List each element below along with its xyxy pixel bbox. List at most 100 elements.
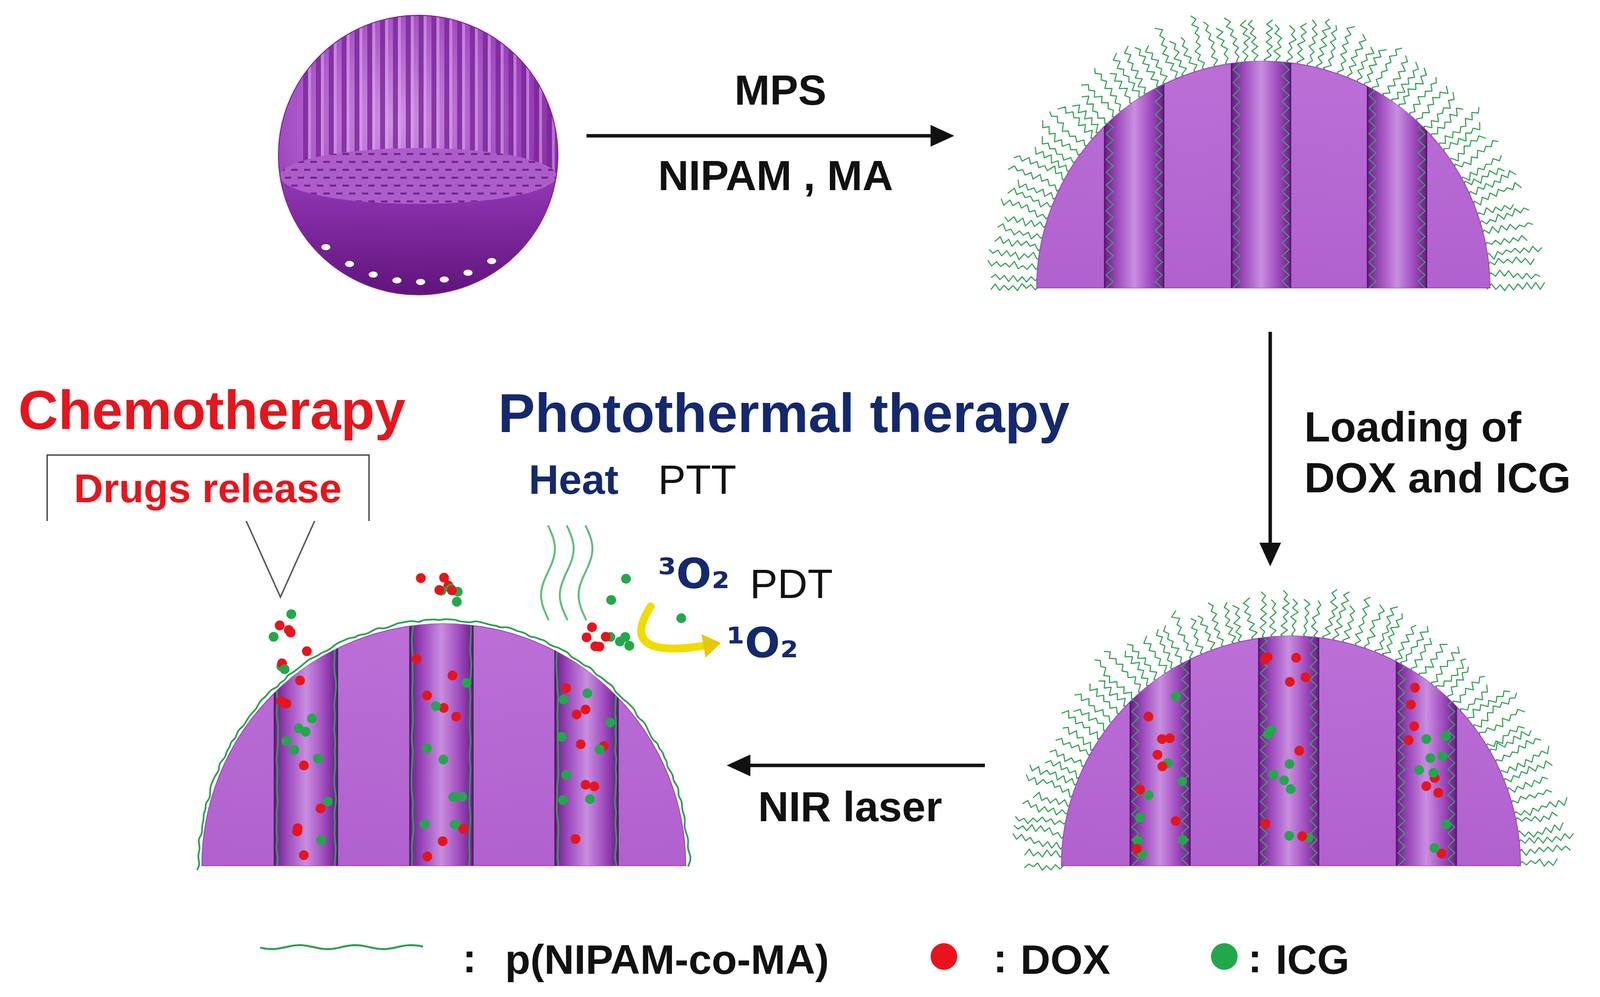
- pore-opening: [304, 168, 311, 171]
- pore-opening: [323, 160, 330, 163]
- pore-groove: [508, 15, 514, 176]
- pore-opening: [368, 184, 375, 187]
- polymer-chain: [987, 260, 1042, 270]
- polymer-chain: [1502, 760, 1553, 785]
- polymer-chain: [1424, 92, 1455, 133]
- channel-wall: [1103, 58, 1106, 288]
- polymer-chain: [1303, 599, 1310, 640]
- polymer-chain: [1364, 49, 1387, 89]
- icg-molecule: [558, 694, 569, 705]
- pore-opening: [503, 176, 510, 179]
- pore-opening: [413, 176, 420, 179]
- callout-text: Drugs release: [74, 465, 342, 512]
- oxygen-label: ¹O₂: [726, 619, 799, 667]
- legend-line-sample: [257, 936, 426, 957]
- pore-opening: [483, 153, 491, 156]
- polymer-chain: [1081, 96, 1112, 124]
- icg-molecule: [1441, 731, 1451, 742]
- pore-opening: [284, 160, 292, 163]
- polymer-chain: [1215, 28, 1231, 67]
- grafted-polymer-in-channel: [1368, 56, 1376, 288]
- pore-opening: [355, 184, 362, 187]
- dox-molecule: [1409, 682, 1420, 693]
- polymer-chain: [1372, 48, 1403, 95]
- polymer-chain: [1475, 204, 1514, 217]
- pore-opening: [419, 184, 427, 187]
- polymer-chain: [1190, 618, 1208, 656]
- mesopore-channel: [274, 621, 338, 866]
- dox-molecule: [1300, 671, 1311, 682]
- polymer-chain: [1154, 28, 1181, 80]
- pore-opening: [445, 200, 452, 203]
- dox-molecule: [1297, 830, 1308, 841]
- polymer-chain: [1156, 628, 1179, 669]
- polymer-chain: [1007, 188, 1056, 207]
- polymer-chain: [1024, 848, 1065, 857]
- pore-hole: [463, 269, 473, 276]
- pore-opening: [515, 160, 523, 163]
- pore-opening: [522, 153, 529, 156]
- polymer-chain: [1484, 246, 1542, 260]
- pore-opening: [393, 184, 401, 187]
- polymer-chain: [997, 223, 1047, 239]
- dox-molecule: [589, 780, 600, 791]
- pore-opening: [477, 176, 484, 179]
- pore-groove-highlight: [487, 15, 491, 176]
- pore-opening: [400, 192, 407, 195]
- polymer-chain: [1296, 23, 1307, 68]
- polymer-chain: [1463, 168, 1505, 189]
- released-dox: [439, 572, 450, 583]
- polymer-chain: [1431, 646, 1460, 689]
- pore-opening: [438, 176, 446, 179]
- pore-groove-highlight: [333, 15, 337, 176]
- polymer-chain: [1017, 179, 1060, 199]
- polymer-chain: [1208, 602, 1228, 648]
- pore-opening: [374, 192, 382, 195]
- process-arrow: [1259, 331, 1282, 567]
- pore-opening: [503, 192, 510, 195]
- icg-molecule: [1428, 767, 1439, 778]
- icg-molecule: [594, 743, 605, 754]
- pore-opening: [393, 153, 401, 156]
- effect-label: Heat: [528, 455, 619, 504]
- channel-wall: [554, 621, 556, 866]
- polymer-chain: [1014, 824, 1067, 839]
- polymer-chain: [1468, 170, 1517, 200]
- polymer-chain: [1169, 41, 1189, 78]
- polymer-chain: [1240, 20, 1250, 65]
- polymer-chain: [1127, 644, 1161, 681]
- polymer-brush-layer: [1013, 589, 1574, 870]
- pore-opening: [535, 184, 542, 187]
- dox-molecule: [571, 709, 582, 720]
- polymer-chain: [1472, 182, 1522, 209]
- legend-line: [260, 944, 424, 949]
- mesopore-channel: [1367, 58, 1427, 288]
- polymer-chain: [1033, 791, 1074, 806]
- pore-hole: [415, 278, 426, 286]
- polymer-chain: [1024, 862, 1065, 870]
- polymer-chain: [990, 283, 1040, 291]
- pore-opening: [419, 168, 427, 171]
- pore-opening: [393, 168, 401, 171]
- grafted-polymer-in-channel: [1181, 634, 1189, 866]
- released-icg: [451, 596, 462, 607]
- icg-molecule: [605, 717, 616, 728]
- polymer-chain: [1489, 730, 1531, 757]
- icg-molecule: [438, 754, 449, 765]
- pore-opening: [535, 153, 542, 156]
- polymer-chain: [1143, 635, 1170, 675]
- dox-molecule: [298, 850, 309, 860]
- step-label: NIR laser: [758, 781, 943, 831]
- pore-opening: [336, 192, 343, 195]
- polymer-chain: [1022, 800, 1071, 815]
- polymer-chain: [1113, 52, 1146, 98]
- pore-groove-highlight: [513, 15, 517, 176]
- dox-molecule: [1131, 843, 1142, 854]
- polymer-chain: [1029, 764, 1081, 785]
- grafted-polymer-in-channel: [1398, 634, 1405, 866]
- pore-opening: [361, 176, 369, 179]
- polymer-chain: [1460, 684, 1487, 716]
- legend-text: DOX: [1020, 935, 1111, 984]
- step-label: NIPAM , MA: [658, 151, 894, 200]
- pore-opening: [381, 153, 388, 156]
